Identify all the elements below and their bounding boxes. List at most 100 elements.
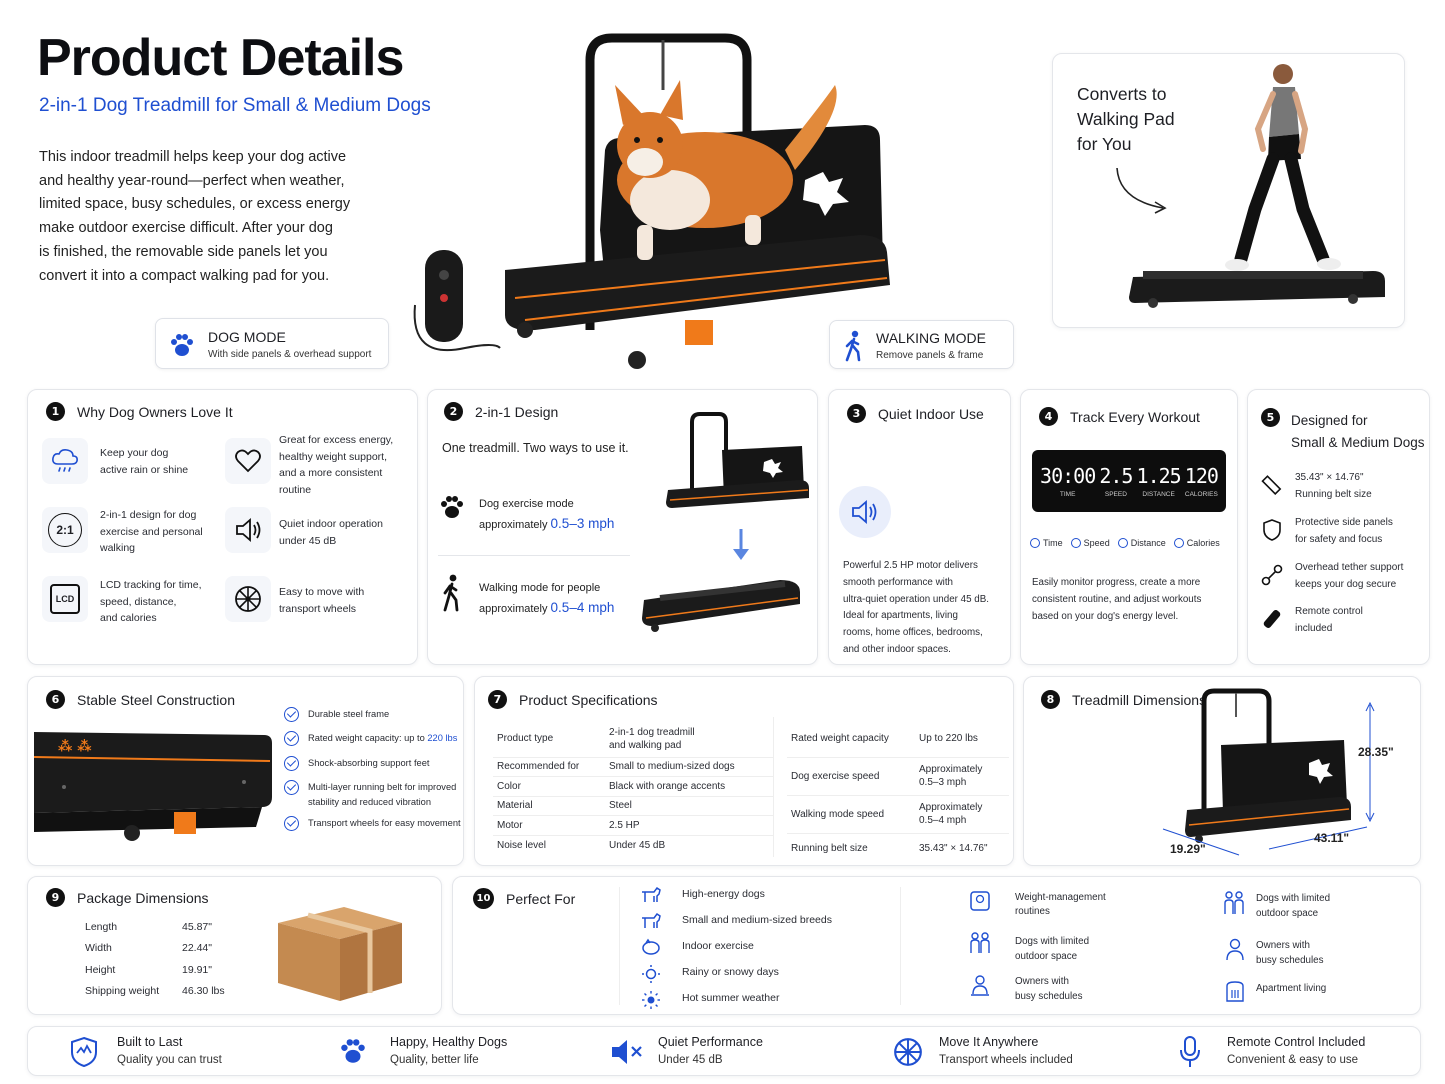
lcd-legend: Time Speed Distance Calories xyxy=(1030,538,1220,548)
section-title: Product Specifications xyxy=(519,691,658,708)
dog-mode-sub: With side panels & overhead support xyxy=(208,349,372,360)
converts-text: Converts to Walking Pad for You xyxy=(1077,84,1175,154)
lcd-time-label: TIME xyxy=(1059,491,1076,498)
speaker-icon xyxy=(839,486,891,538)
lcd-calories-value: 120 xyxy=(1184,464,1219,488)
benefit-text: Great for excess energy, healthy weight … xyxy=(279,434,394,496)
cardboard-box-image xyxy=(278,907,402,1001)
dog-icon xyxy=(642,886,661,902)
remote-icon xyxy=(1263,609,1281,629)
perfect-item-text: High-energy dogs xyxy=(682,888,765,900)
lcd-calories-label: CALORIES xyxy=(1184,491,1218,498)
lcd-speed-label: SPEED xyxy=(1104,491,1127,498)
section-title: Package Dimensions xyxy=(77,889,209,906)
ruler-icon xyxy=(1261,475,1282,495)
treadmill-closeup-image: ⁂ ⁂ xyxy=(34,732,272,841)
lcd-icon: LCD xyxy=(42,576,88,622)
section-number: 8 xyxy=(1041,690,1060,709)
converts-card: Converts to Walking Pad for You xyxy=(1052,53,1405,328)
rain-cloud-icon xyxy=(42,438,88,484)
lcd-distance-value: 1.25 xyxy=(1136,464,1182,488)
benefit-text: Easy to move with transport wheels xyxy=(279,586,365,615)
speaker-icon xyxy=(225,507,271,553)
two-in-one-icon: 2:1 xyxy=(42,507,88,553)
design-lead: One treadmill. Two ways to use it. xyxy=(442,441,629,455)
benefit-text: 2-in-1 design for dog exercise and perso… xyxy=(100,509,203,554)
check-icon xyxy=(284,816,299,831)
perfect-item-text: Apartment living xyxy=(1256,983,1327,994)
section-number: 4 xyxy=(1039,407,1058,426)
check-text: Durable steel frame xyxy=(308,709,390,719)
person-icon xyxy=(1226,938,1244,961)
treadmill-dog-mode-image xyxy=(666,412,809,508)
benefit-text: Quiet indoor operation under 45 dB xyxy=(279,518,383,547)
walking-person-icon xyxy=(443,574,459,612)
benefit-text: Keep your dog active rain or shine xyxy=(100,447,189,476)
paw-icon xyxy=(171,334,193,356)
check-icon xyxy=(284,731,299,746)
track-desc: Easily monitor progress, create a more c… xyxy=(1032,577,1202,622)
lcd-time-value: 30:00 xyxy=(1040,464,1096,488)
building-icon xyxy=(1226,981,1244,1002)
perfect-item-text: Hot summer weather xyxy=(682,992,780,1004)
check-icon xyxy=(284,780,299,795)
people-icon xyxy=(1224,891,1244,914)
section-title: Why Dog Owners Love It xyxy=(77,403,233,420)
section-title: Treadmill Dimensions xyxy=(1072,691,1207,708)
section-title: Designed for Small & Medium Dogs xyxy=(1291,413,1425,450)
sun-rain-icon xyxy=(642,965,660,983)
walking-mode-sub: Remove panels & frame xyxy=(876,350,984,361)
page-title: Product Details xyxy=(37,29,404,87)
lcd-speed-value: 2.5 xyxy=(1099,464,1133,488)
down-arrow-icon xyxy=(733,529,749,560)
height-label: 28.35" xyxy=(1358,745,1394,759)
divider xyxy=(900,887,901,1005)
treadmill-dimensions-image xyxy=(1185,688,1351,843)
lcd-distance-label: DISTANCE xyxy=(1142,491,1175,498)
dog-treadmill-hero-image xyxy=(413,33,890,369)
perfect-item-text: Small and medium-sized breeds xyxy=(682,914,832,926)
dimension-lines xyxy=(1162,701,1375,856)
wheel-icon xyxy=(894,1038,922,1066)
designed-for-card: 5 Designed for Small & Medium Dogs 35.43… xyxy=(1247,389,1430,665)
calories-icon xyxy=(1173,538,1184,548)
paw-icon xyxy=(341,1039,365,1063)
check-text: Transport wheels for easy movement xyxy=(308,818,461,828)
dog-mode-desc: Dog exercise mode approximately 0.5–3 mp… xyxy=(479,498,615,531)
walk-speed-value: 0.5–4 mph xyxy=(550,600,615,615)
perfect-item-text: Rainy or snowy days xyxy=(682,966,779,978)
section-number: 7 xyxy=(488,690,507,709)
leash-icon xyxy=(1261,564,1283,586)
divider xyxy=(438,555,630,556)
quiet-desc: Powerful 2.5 HP motor delivers smooth pe… xyxy=(843,560,989,655)
check-icon xyxy=(284,756,299,771)
treadmill-walk-mode-image xyxy=(642,580,800,632)
divider xyxy=(773,717,774,857)
